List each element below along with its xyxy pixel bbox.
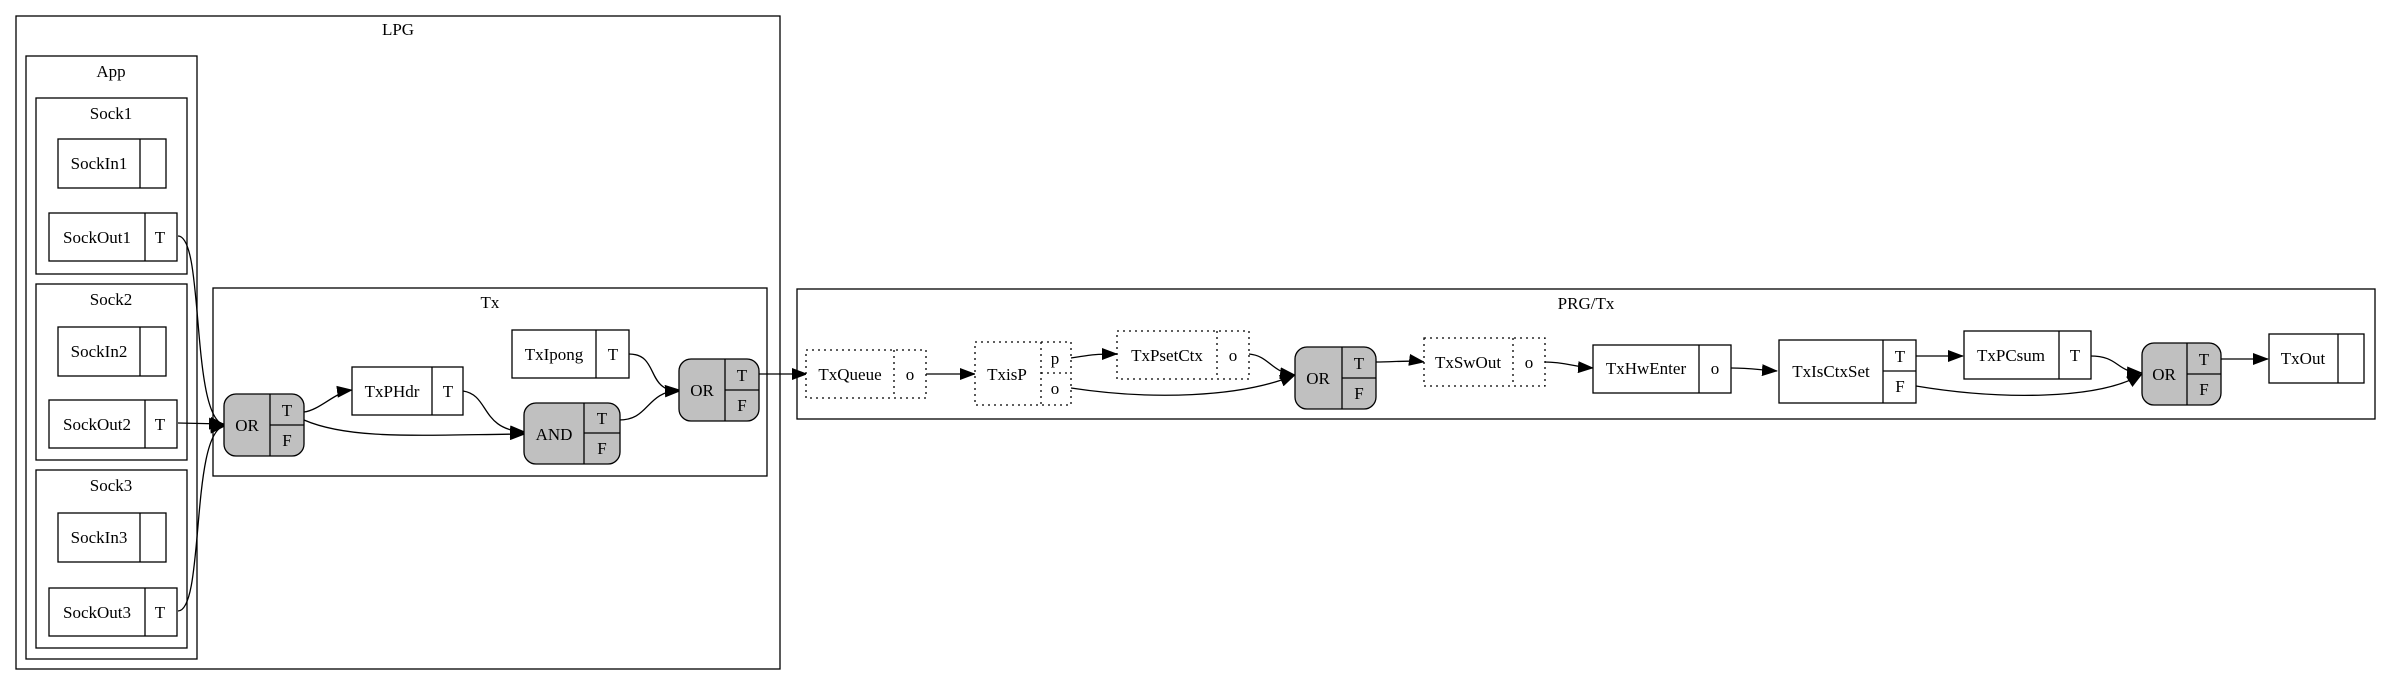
node-or-tx-in-false: F <box>282 431 291 450</box>
cluster-sock1: Sock1 <box>35 97 188 275</box>
node-sockout2-port: T <box>155 415 166 434</box>
node-sockout2: SockOut2 T <box>48 399 178 449</box>
node-txphdr: TxPHdr T <box>351 366 464 416</box>
edge-sockout2-or <box>177 417 225 430</box>
cluster-sock1-label: Sock1 <box>90 104 133 123</box>
node-txhwenter-label: TxHwEnter <box>1606 359 1687 378</box>
node-sockin3: SockIn3 <box>57 512 167 563</box>
node-sockout3: SockOut3 T <box>48 587 178 637</box>
node-txpcsum-label: TxPCsum <box>1977 346 2045 365</box>
node-sockin2: SockIn2 <box>57 326 167 377</box>
node-txqueue: TxQueue o <box>805 349 927 399</box>
node-or-prg-2-true: T <box>2199 350 2210 369</box>
node-txisp-port-o: o <box>1051 379 1060 398</box>
node-sockin2-label: SockIn2 <box>71 342 128 361</box>
node-and-tx-label: AND <box>536 425 573 444</box>
node-or-tx-out-false: F <box>737 396 746 415</box>
node-and-tx-false: F <box>597 439 606 458</box>
node-txisctxset-true: T <box>1895 347 1906 366</box>
edge-or-and <box>303 419 526 441</box>
node-or-tx-in-true: T <box>282 401 293 420</box>
node-or-tx-out-label: OR <box>690 381 714 400</box>
node-or-prg-2-false: F <box>2199 380 2208 399</box>
node-sockout1: SockOut1 T <box>48 212 178 262</box>
cluster-sock3: Sock3 <box>35 469 188 649</box>
edge-txpcsum-or <box>2089 355 2143 379</box>
edge-txipong-or <box>628 353 681 398</box>
cluster-prg-tx: PRG/Tx <box>796 288 2376 420</box>
edge-or-txswout <box>1375 353 1425 366</box>
node-sockin1-label: SockIn1 <box>71 154 128 173</box>
cluster-tx: Tx <box>212 287 768 477</box>
node-txqueue-label: TxQueue <box>818 365 881 384</box>
node-or-prg-1: OR T F <box>1294 346 1377 410</box>
node-txpsetctx: TxPsetCtx o <box>1116 330 1250 380</box>
cluster-tx-label: Tx <box>481 293 500 312</box>
node-txphdr-port: T <box>443 382 454 401</box>
edge-sockout3-or <box>177 421 226 612</box>
node-txpcsum: TxPCsum T <box>1963 330 2092 380</box>
edge-txphdr-and <box>462 390 526 438</box>
node-or-prg-1-true: T <box>1354 354 1365 373</box>
node-txhwenter-port: o <box>1711 359 1720 378</box>
node-txisctxset-false: F <box>1895 377 1904 396</box>
node-txisp: TxisP p o <box>974 341 1072 406</box>
edge-txpsetctx-or <box>1248 353 1296 380</box>
cluster-prg-tx-label: PRG/Tx <box>1558 294 1615 313</box>
node-txipong-label: TxIpong <box>525 345 584 364</box>
node-txisctxset: TxIsCtxSet T F <box>1778 339 1917 404</box>
edge-txisp-txpsetctx <box>1070 348 1118 361</box>
node-sockin3-label: SockIn3 <box>71 528 128 547</box>
node-txswout-port: o <box>1525 353 1534 372</box>
edge-sockout1-or <box>177 235 226 429</box>
node-or-tx-out: OR T F <box>678 358 760 422</box>
node-or-tx-in-label: OR <box>235 416 259 435</box>
node-txipong-port: T <box>608 345 619 364</box>
cluster-lpg-label: LPG <box>382 20 414 39</box>
edge-or-txphdr <box>303 385 353 413</box>
node-and-tx-true: T <box>597 409 608 428</box>
node-txswout-label: TxSwOut <box>1435 353 1501 372</box>
node-txqueue-port: o <box>906 365 915 384</box>
node-sockout1-label: SockOut1 <box>63 228 131 247</box>
node-txisp-label: TxisP <box>987 365 1027 384</box>
node-sockout3-label: SockOut3 <box>63 603 131 622</box>
cluster-lpg: LPG <box>15 15 781 670</box>
edge-and-or <box>618 384 681 421</box>
node-txout: TxOut <box>2268 333 2365 384</box>
edge-txswout-txhwenter <box>1544 361 1594 374</box>
edge-txisctxset-or <box>1915 373 2143 396</box>
node-or-tx-in: OR T F <box>223 393 305 457</box>
edges <box>177 235 2269 612</box>
node-txipong: TxIpong T <box>511 329 630 379</box>
node-txpsetctx-port: o <box>1229 346 1238 365</box>
node-txisp-port-p: p <box>1051 349 1060 368</box>
node-and-tx: AND T F <box>523 402 621 465</box>
node-or-prg-1-false: F <box>1354 384 1363 403</box>
node-txout-label: TxOut <box>2281 349 2326 368</box>
node-or-prg-2: OR T F <box>2141 342 2222 406</box>
node-or-tx-out-true: T <box>737 366 748 385</box>
node-or-prg-1-label: OR <box>1306 369 1330 388</box>
edge-txhwenter-txisctxset <box>1730 364 1778 377</box>
node-txisctxset-label: TxIsCtxSet <box>1792 362 1870 381</box>
node-or-prg-2-label: OR <box>2152 365 2176 384</box>
node-sockout2-label: SockOut2 <box>63 415 131 434</box>
cluster-app-label: App <box>96 62 125 81</box>
cluster-sock2: Sock2 <box>35 283 188 461</box>
cluster-sock2-label: Sock2 <box>90 290 133 309</box>
node-sockin1: SockIn1 <box>57 138 167 189</box>
node-txswout: TxSwOut o <box>1423 337 1546 387</box>
cluster-app: App <box>25 55 198 660</box>
node-txphdr-label: TxPHdr <box>365 382 420 401</box>
cluster-sock3-label: Sock3 <box>90 476 133 495</box>
node-txpcsum-port: T <box>2070 346 2081 365</box>
node-txpsetctx-label: TxPsetCtx <box>1131 346 1203 365</box>
edge-txisp-or <box>1070 374 1296 396</box>
node-sockout3-port: T <box>155 603 166 622</box>
node-txhwenter: TxHwEnter o <box>1592 344 1732 394</box>
node-sockout1-port: T <box>155 228 166 247</box>
